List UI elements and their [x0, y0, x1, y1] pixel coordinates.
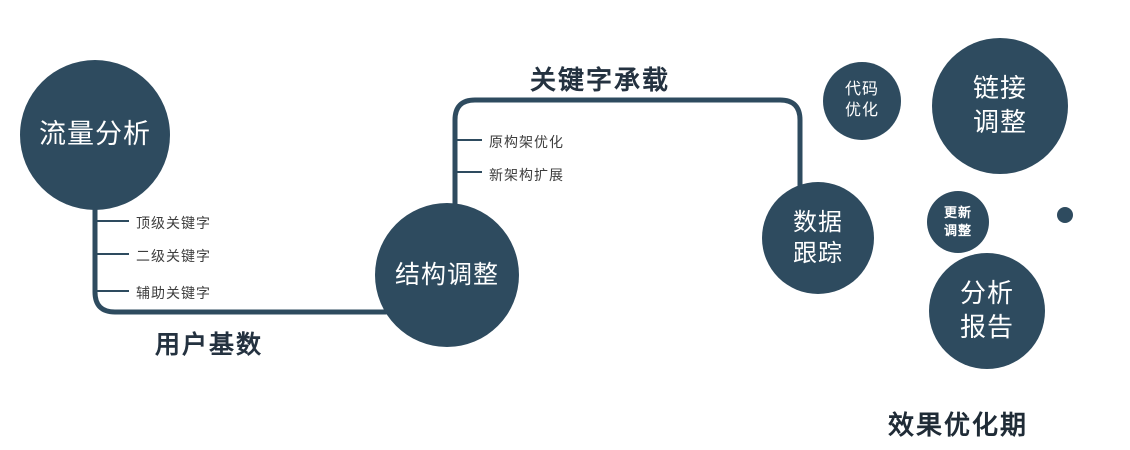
node-link-adjustment: 链接 调整: [932, 38, 1068, 174]
node-structure-adjustment-label: 结构调整: [394, 260, 499, 289]
node-code-optimization: 代码 优化: [823, 62, 901, 140]
node-data-tracking: 数据 跟踪: [762, 182, 874, 294]
node-code-optimization-line2: 优化: [844, 102, 879, 119]
node-update-adjustment: 更新 调整: [927, 191, 989, 253]
node-analysis-report-line1: 分析: [959, 278, 1014, 309]
node-structure-adjustment: 结构调整: [375, 203, 519, 347]
node-update-adjustment-line2: 调整: [943, 223, 972, 238]
edge-structure-to-tracking: [452, 97, 803, 213]
footer-phase-label: 效果优化期: [888, 410, 1029, 440]
node-update-adjustment-line1: 更新: [943, 205, 972, 221]
bullet-dot: [1057, 207, 1073, 223]
node-link-adjustment-line2: 调整: [972, 107, 1027, 137]
edge-label-user-base: 用户基数: [155, 331, 264, 359]
node-traffic-analysis-label: 流量分析: [39, 119, 151, 150]
branch-new-architecture-expansion: 新架构扩展: [489, 167, 564, 183]
edge-label-keyword-carry: 关键字承载: [530, 65, 671, 95]
branch-second-level-keywords: 二级关键字: [136, 248, 211, 264]
edge-traffic-to-structure: [92, 192, 389, 315]
node-data-tracking-line2: 跟踪: [793, 240, 843, 267]
branch-original-architecture-optimization: 原构架优化: [489, 134, 564, 150]
node-code-optimization-line1: 代码: [844, 81, 879, 99]
node-link-adjustment-line1: 链接: [972, 73, 1027, 104]
node-data-tracking-line1: 数据: [793, 208, 843, 236]
branch-top-level-keywords: 顶级关键字: [136, 215, 211, 231]
node-analysis-report-line2: 报告: [959, 312, 1014, 342]
node-analysis-report: 分析 报告: [929, 253, 1045, 369]
branch-auxiliary-keywords: 辅助关键字: [136, 285, 211, 301]
node-traffic-analysis: 流量分析: [20, 60, 170, 210]
